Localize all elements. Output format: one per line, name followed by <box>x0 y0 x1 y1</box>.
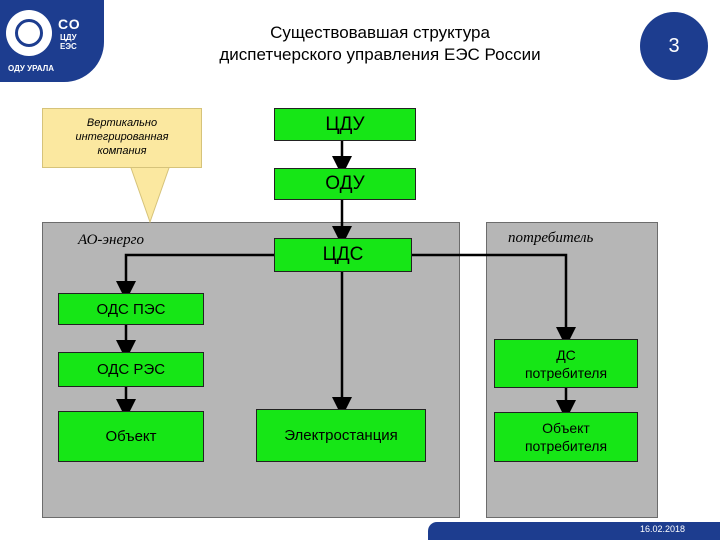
node-ods-res: ОДС РЭС <box>58 352 204 387</box>
company-logo: СО ЦДУ ЕЭС ОДУ УРАЛА <box>0 0 104 82</box>
node-cdu: ЦДУ <box>274 108 416 141</box>
label-potrebitel: потребитель <box>508 230 594 246</box>
edge-cds-ds-potrebitelya <box>412 253 576 347</box>
slide-number-badge: 3 <box>640 12 708 80</box>
node-obekt-potrebitelya: Объект потребителя <box>494 412 638 462</box>
node-elektrostanciya: Электростанция <box>256 409 426 462</box>
edge-cds-ods-pes <box>116 253 274 301</box>
footer-date: 16.02.2018 <box>640 524 686 534</box>
logo-text-cdu: ЦДУ ЕЭС <box>60 33 77 51</box>
node-obekt: Объект <box>58 411 204 462</box>
logo-text-odu: ОДУ УРАЛА <box>8 64 54 73</box>
slide-title: Существовавшая структура диспетчерского … <box>219 23 541 64</box>
node-cds: ЦДС <box>274 238 412 272</box>
logo-text-so: СО <box>58 16 81 32</box>
footer-bar <box>428 522 720 540</box>
callout-text: Вертикально интегрированная компания <box>75 117 169 157</box>
label-ao-energo: АО-энерго <box>78 232 144 248</box>
node-ods-pes: ОДС ПЭС <box>58 293 204 325</box>
node-odu: ОДУ <box>274 168 416 200</box>
node-ds-potrebitelya: ДС потребителя <box>494 339 638 388</box>
callout-box: Вертикально интегрированная компания <box>42 108 202 168</box>
sun-logo-icon <box>6 10 52 56</box>
